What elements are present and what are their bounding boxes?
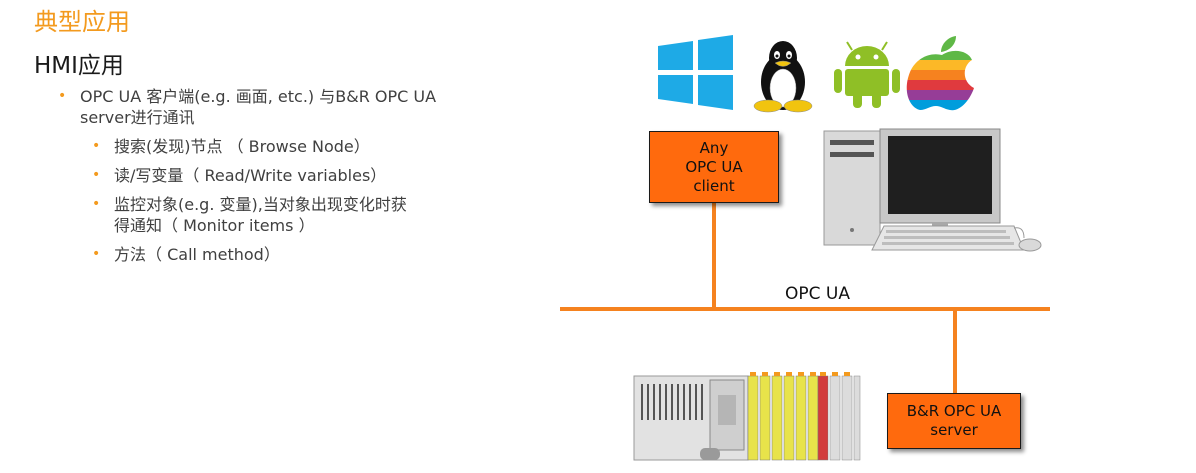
bullet-item: • OPC UA 客户端(e.g. 画面, etc.) 与B&R OPC UA s… [56,86,476,128]
plc-hardware-icon [633,372,861,461]
client-box-line: OPC UA [685,157,743,176]
bullet-text: 监控对象(e.g. 变量),当对象出现变化时获得通知（ Monitor item… [114,195,407,235]
bullet-dot-icon: • [92,196,101,212]
opc-ua-server-box: B&R OPC UA server [887,393,1021,449]
bullet-item: • 方法（ Call method） [90,244,476,265]
server-box-line: B&R OPC UA [906,402,1002,420]
windows-logo-icon [658,35,733,110]
client-box-line: Any [699,138,729,157]
server-box-line: server [930,421,978,439]
apple-logo-icon [906,36,974,111]
bullet-text: 读/写变量（ Read/Write variables） [114,166,387,185]
bullet-dot-icon: • [58,88,67,104]
bullet-dot-icon: • [92,167,101,183]
bullet-dot-icon: • [92,246,101,262]
bullet-dot-icon: • [92,138,101,154]
client-box-line: client [693,176,735,195]
opc-ua-client-box: Any OPC UA client [649,131,779,203]
desktop-computer-icon [823,128,1042,252]
linux-tux-icon [753,41,813,113]
bullet-item: • 搜索(发现)节点 （ Browse Node） [90,136,476,157]
page-title: 典型应用 [34,8,130,36]
android-icon [834,41,900,108]
bullet-item: • 监控对象(e.g. 变量),当对象出现变化时获得通知（ Monitor ite… [90,194,414,236]
network-label: OPC UA [785,284,850,304]
bullet-text: OPC UA 客户端(e.g. 画面, etc.) 与B&R OPC UA se… [80,87,437,127]
bullet-text: 搜索(发现)节点 （ Browse Node） [114,137,370,156]
bullet-text: 方法（ Call method） [114,245,280,264]
page-subtitle: HMI应用 [34,53,124,79]
bullet-list: • OPC UA 客户端(e.g. 画面, etc.) 与B&R OPC UA s… [56,86,476,273]
bullet-item: • 读/写变量（ Read/Write variables） [90,165,476,186]
